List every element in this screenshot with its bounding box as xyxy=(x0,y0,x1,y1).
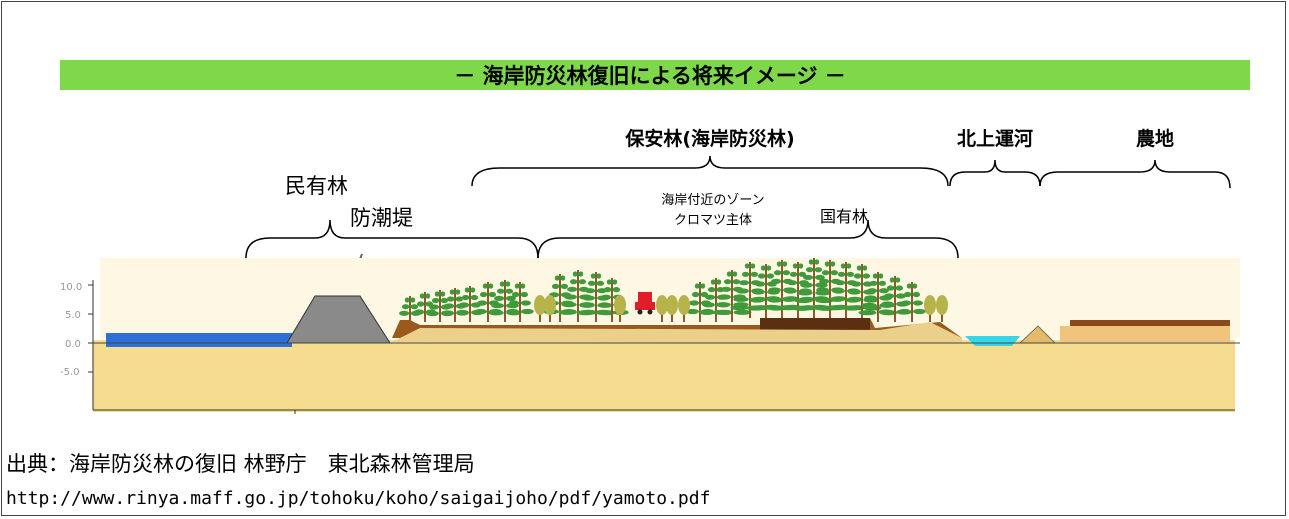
farmland-strip xyxy=(1070,320,1230,326)
y-axis: 10.0 5.0 0.0 -5.0 xyxy=(60,280,1235,414)
brace-group xyxy=(245,155,1231,259)
source-url[interactable]: http://www.rinya.maff.go.jp/tohoku/koho/… xyxy=(6,488,711,509)
label-private-forest: 民有林 xyxy=(285,174,348,198)
car-icon xyxy=(635,292,655,315)
label-kitakami-canal: 北上運河 xyxy=(957,128,1033,150)
broadleaf-tree-icon xyxy=(678,295,690,322)
pine-tree-icon xyxy=(898,282,926,322)
broadleaf-tree-icon xyxy=(924,295,936,322)
coastal-forest-diagram: － 海岸防災林復旧による将来イメージ － 保安林(海岸防災林) 北上運河 農地 … xyxy=(60,60,1250,414)
pine-tree-icon xyxy=(399,296,421,322)
ground-sand xyxy=(93,340,1235,412)
pine-tree-icon xyxy=(456,286,484,322)
farmland-field xyxy=(1060,326,1230,342)
pine-tree-icon xyxy=(686,282,714,322)
broadleaf-tree-icon xyxy=(544,295,556,322)
sea xyxy=(106,333,292,347)
brace-right xyxy=(537,219,959,259)
label-seawall: 防潮堤 xyxy=(350,206,413,230)
label-zone-line1: 海岸付近のゾーン xyxy=(661,193,764,208)
label-national-forest: 国有林 xyxy=(820,207,868,226)
brace-farmland xyxy=(1039,159,1231,189)
source-citation: 出典：海岸防災林の復旧 林野庁 東北森林管理局 xyxy=(6,452,475,476)
pine-tree-icon xyxy=(506,282,534,322)
brace-hoanrin xyxy=(471,155,949,187)
brace-kitakami xyxy=(949,159,1041,187)
broadleaf-tree-icon xyxy=(534,295,546,322)
axis-tick-minus5: -5.0 xyxy=(60,367,80,378)
broadleaf-tree-icon xyxy=(666,295,678,322)
pine-tree-icon xyxy=(488,280,522,322)
broadleaf-tree-icon xyxy=(656,295,668,322)
axis-tick-5: 5.0 xyxy=(65,310,81,321)
broadleaf-tree-icon xyxy=(936,295,948,322)
axis-tick-0: 0.0 xyxy=(65,339,81,350)
banner-title: － 海岸防災林復旧による将来イメージ － xyxy=(454,64,846,88)
axis-tick-10: 10.0 xyxy=(60,282,82,293)
broadleaf-tree-icon xyxy=(614,295,626,322)
label-farmland: 農地 xyxy=(1136,127,1174,150)
forest-soil-dark xyxy=(760,318,870,332)
label-zone-line2: クロマツ主体 xyxy=(674,213,752,228)
pine-tree-icon xyxy=(474,282,502,322)
title-banner xyxy=(60,60,1250,90)
brace-left xyxy=(245,219,539,259)
label-hoanrin: 保安林(海岸防災林) xyxy=(624,127,794,150)
forest-sand xyxy=(392,322,962,343)
tree-row xyxy=(399,258,948,322)
